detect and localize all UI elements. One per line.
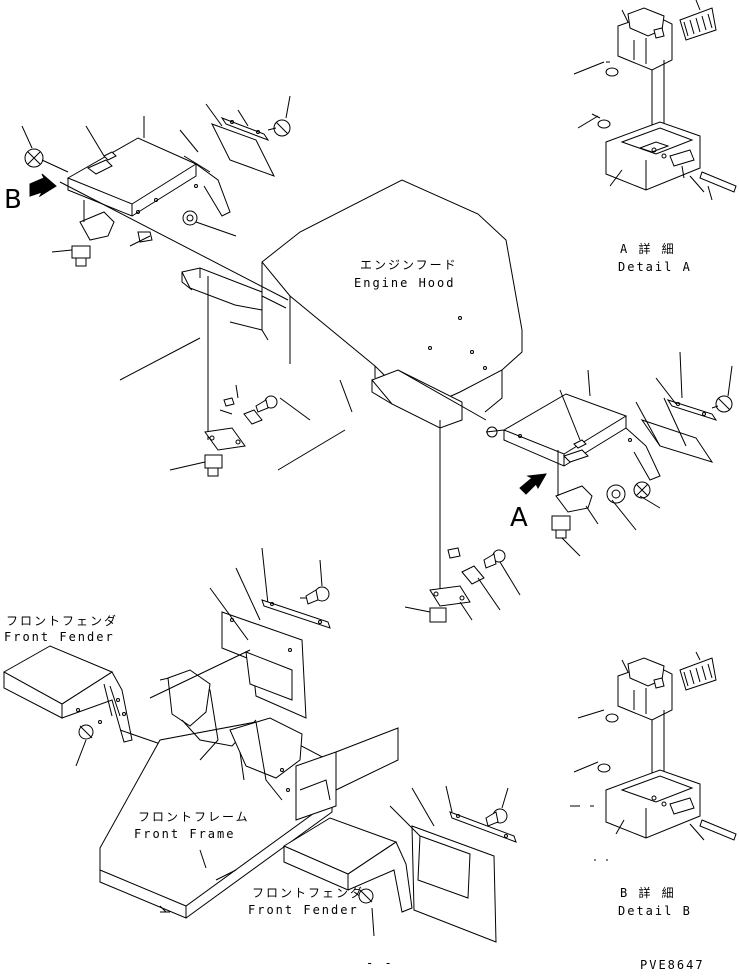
front-fender-left bbox=[4, 646, 172, 766]
front-fender-label-jp-2: フロントフェンダ bbox=[252, 886, 365, 900]
right-side-cover bbox=[486, 352, 732, 556]
bottom-dash: - - bbox=[366, 956, 394, 970]
detail-b-drawing bbox=[570, 652, 736, 860]
detail-a-title-en: Detail A bbox=[618, 260, 692, 274]
detail-a-drawing bbox=[574, 0, 736, 200]
front-fender-label-en-1: Front Fender bbox=[4, 630, 115, 644]
drawing-code: PVE8647 bbox=[640, 958, 705, 972]
engine-hood-label-en: Engine Hood bbox=[354, 276, 456, 290]
detail-a-title-jp: A 詳 細 bbox=[620, 242, 676, 256]
front-fender-right bbox=[216, 786, 516, 942]
detail-b-title-en: Detail B bbox=[618, 904, 692, 918]
arrow-b bbox=[30, 174, 56, 196]
front-frame bbox=[100, 548, 398, 918]
view-marker-b: B bbox=[4, 185, 22, 215]
view-marker-a: A bbox=[510, 503, 528, 533]
engine-hood-drawing bbox=[262, 180, 522, 470]
front-frame-label-en: Front Frame bbox=[134, 827, 236, 841]
arrow-a bbox=[520, 474, 546, 494]
left-hood-support bbox=[120, 268, 310, 476]
detail-b-title-jp: B 詳 細 bbox=[620, 886, 676, 900]
left-side-cover bbox=[22, 96, 290, 300]
engine-hood-label-jp: エンジンフード bbox=[360, 258, 458, 272]
right-hood-support bbox=[372, 370, 520, 622]
front-fender-label-jp-1: フロントフェンダ bbox=[6, 614, 119, 628]
front-fender-label-en-2: Front Fender bbox=[248, 903, 359, 917]
front-frame-label-jp: フロントフレーム bbox=[138, 810, 250, 824]
